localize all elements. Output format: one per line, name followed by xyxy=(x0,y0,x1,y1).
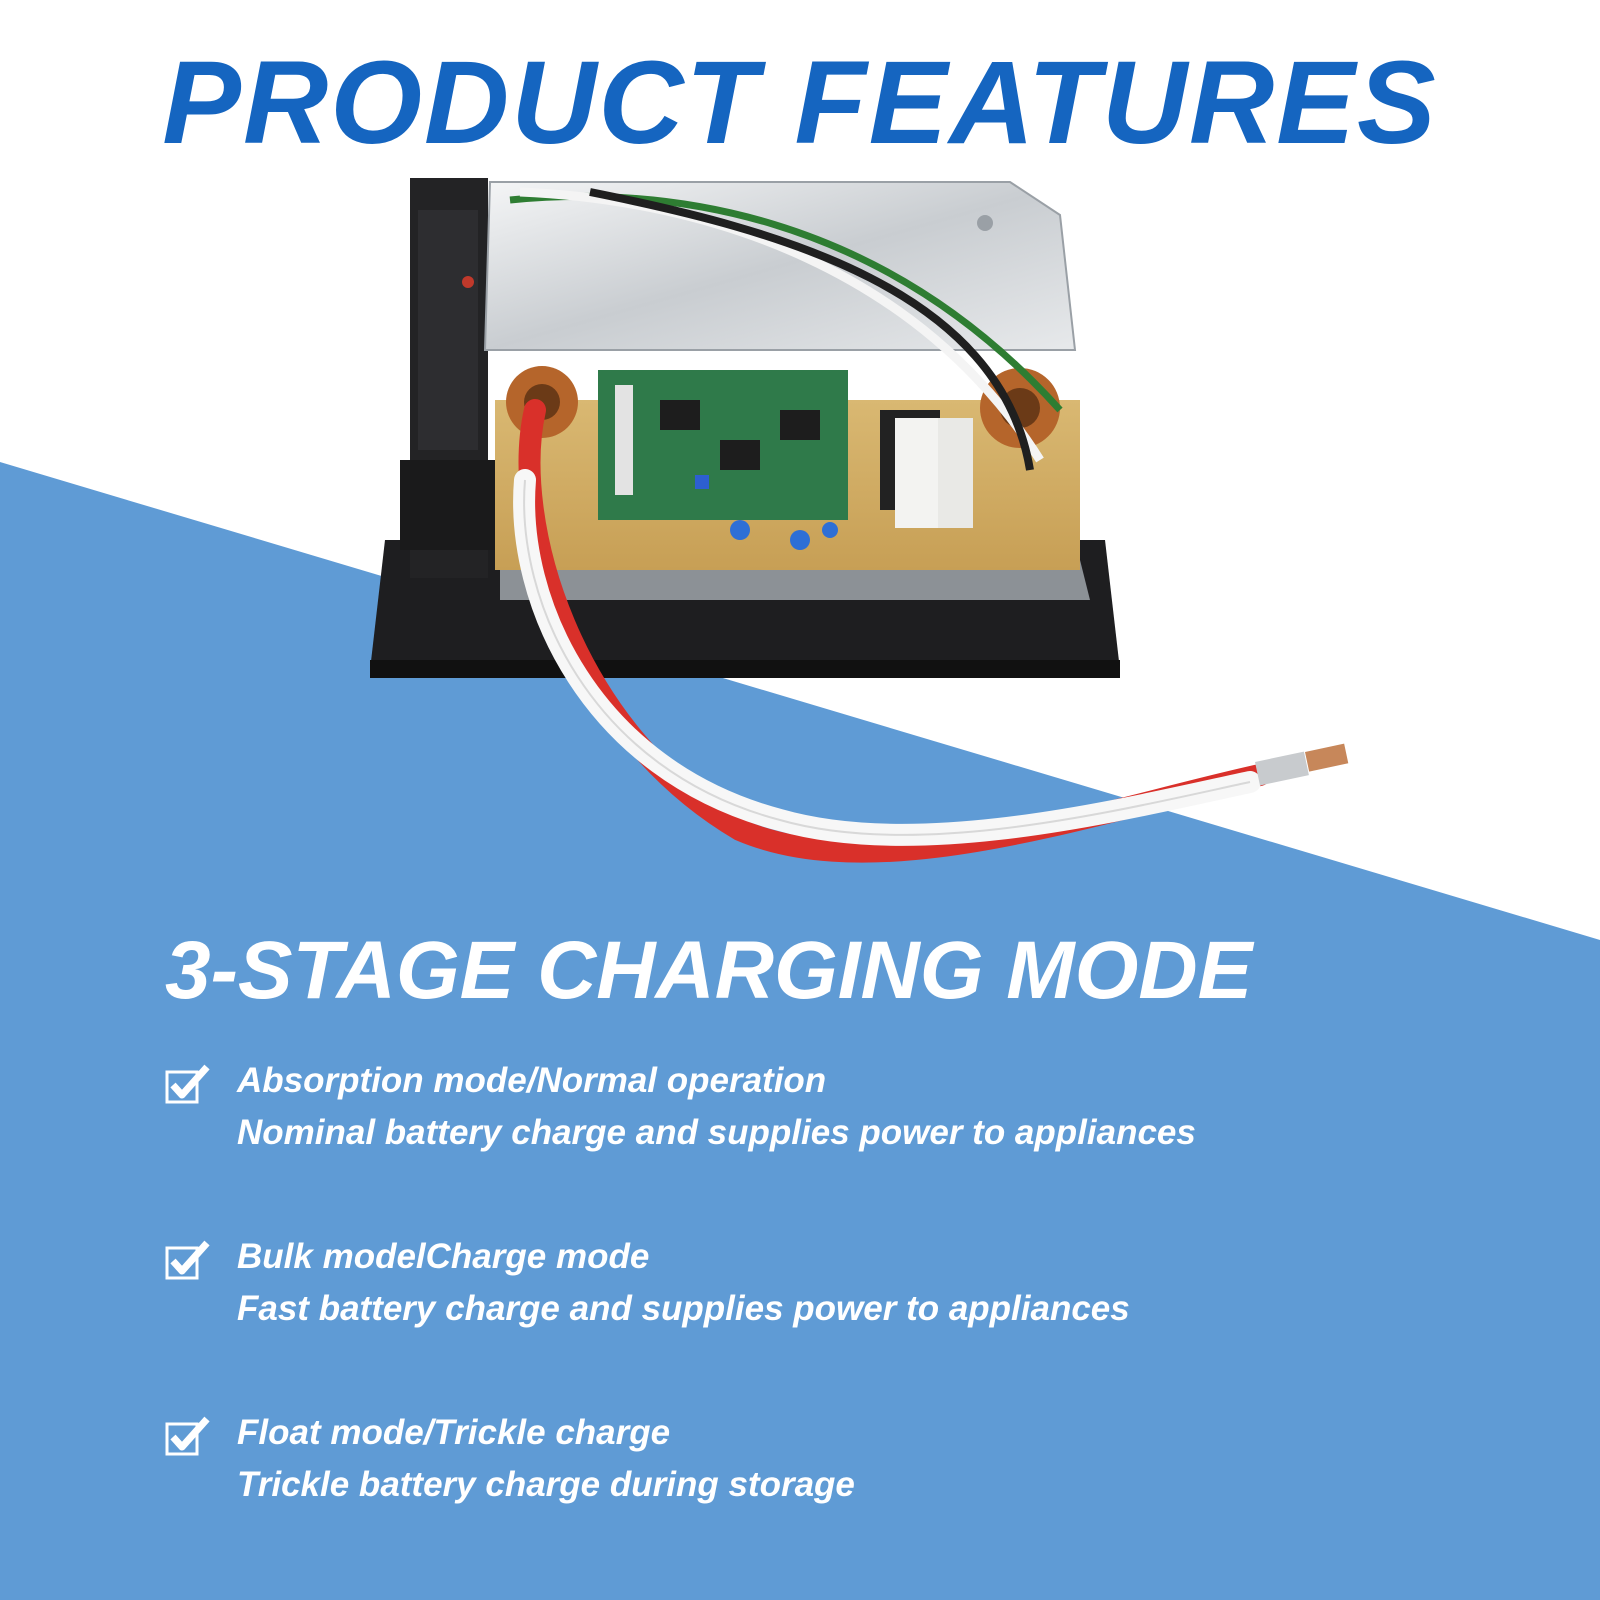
section-title: 3-STAGE CHARGING MODE xyxy=(165,925,1253,1016)
feature-description: Nominal battery charge and supplies powe… xyxy=(237,1113,1196,1152)
check-box-icon xyxy=(165,1064,210,1104)
page-title: PRODUCT FEATURES xyxy=(162,37,1438,169)
check-box-icon xyxy=(165,1240,210,1280)
feature-description: Trickle battery charge during storage xyxy=(237,1465,855,1504)
feature-title: Absorption mode/Normal operation xyxy=(237,1061,827,1100)
converter-product-image xyxy=(370,178,1349,863)
feature-description: Fast battery charge and supplies power t… xyxy=(237,1289,1130,1328)
feature-title: Bulk modelCharge mode xyxy=(237,1237,650,1276)
feature-title: Float mode/Trickle charge xyxy=(237,1413,671,1452)
check-box-icon xyxy=(165,1416,210,1456)
